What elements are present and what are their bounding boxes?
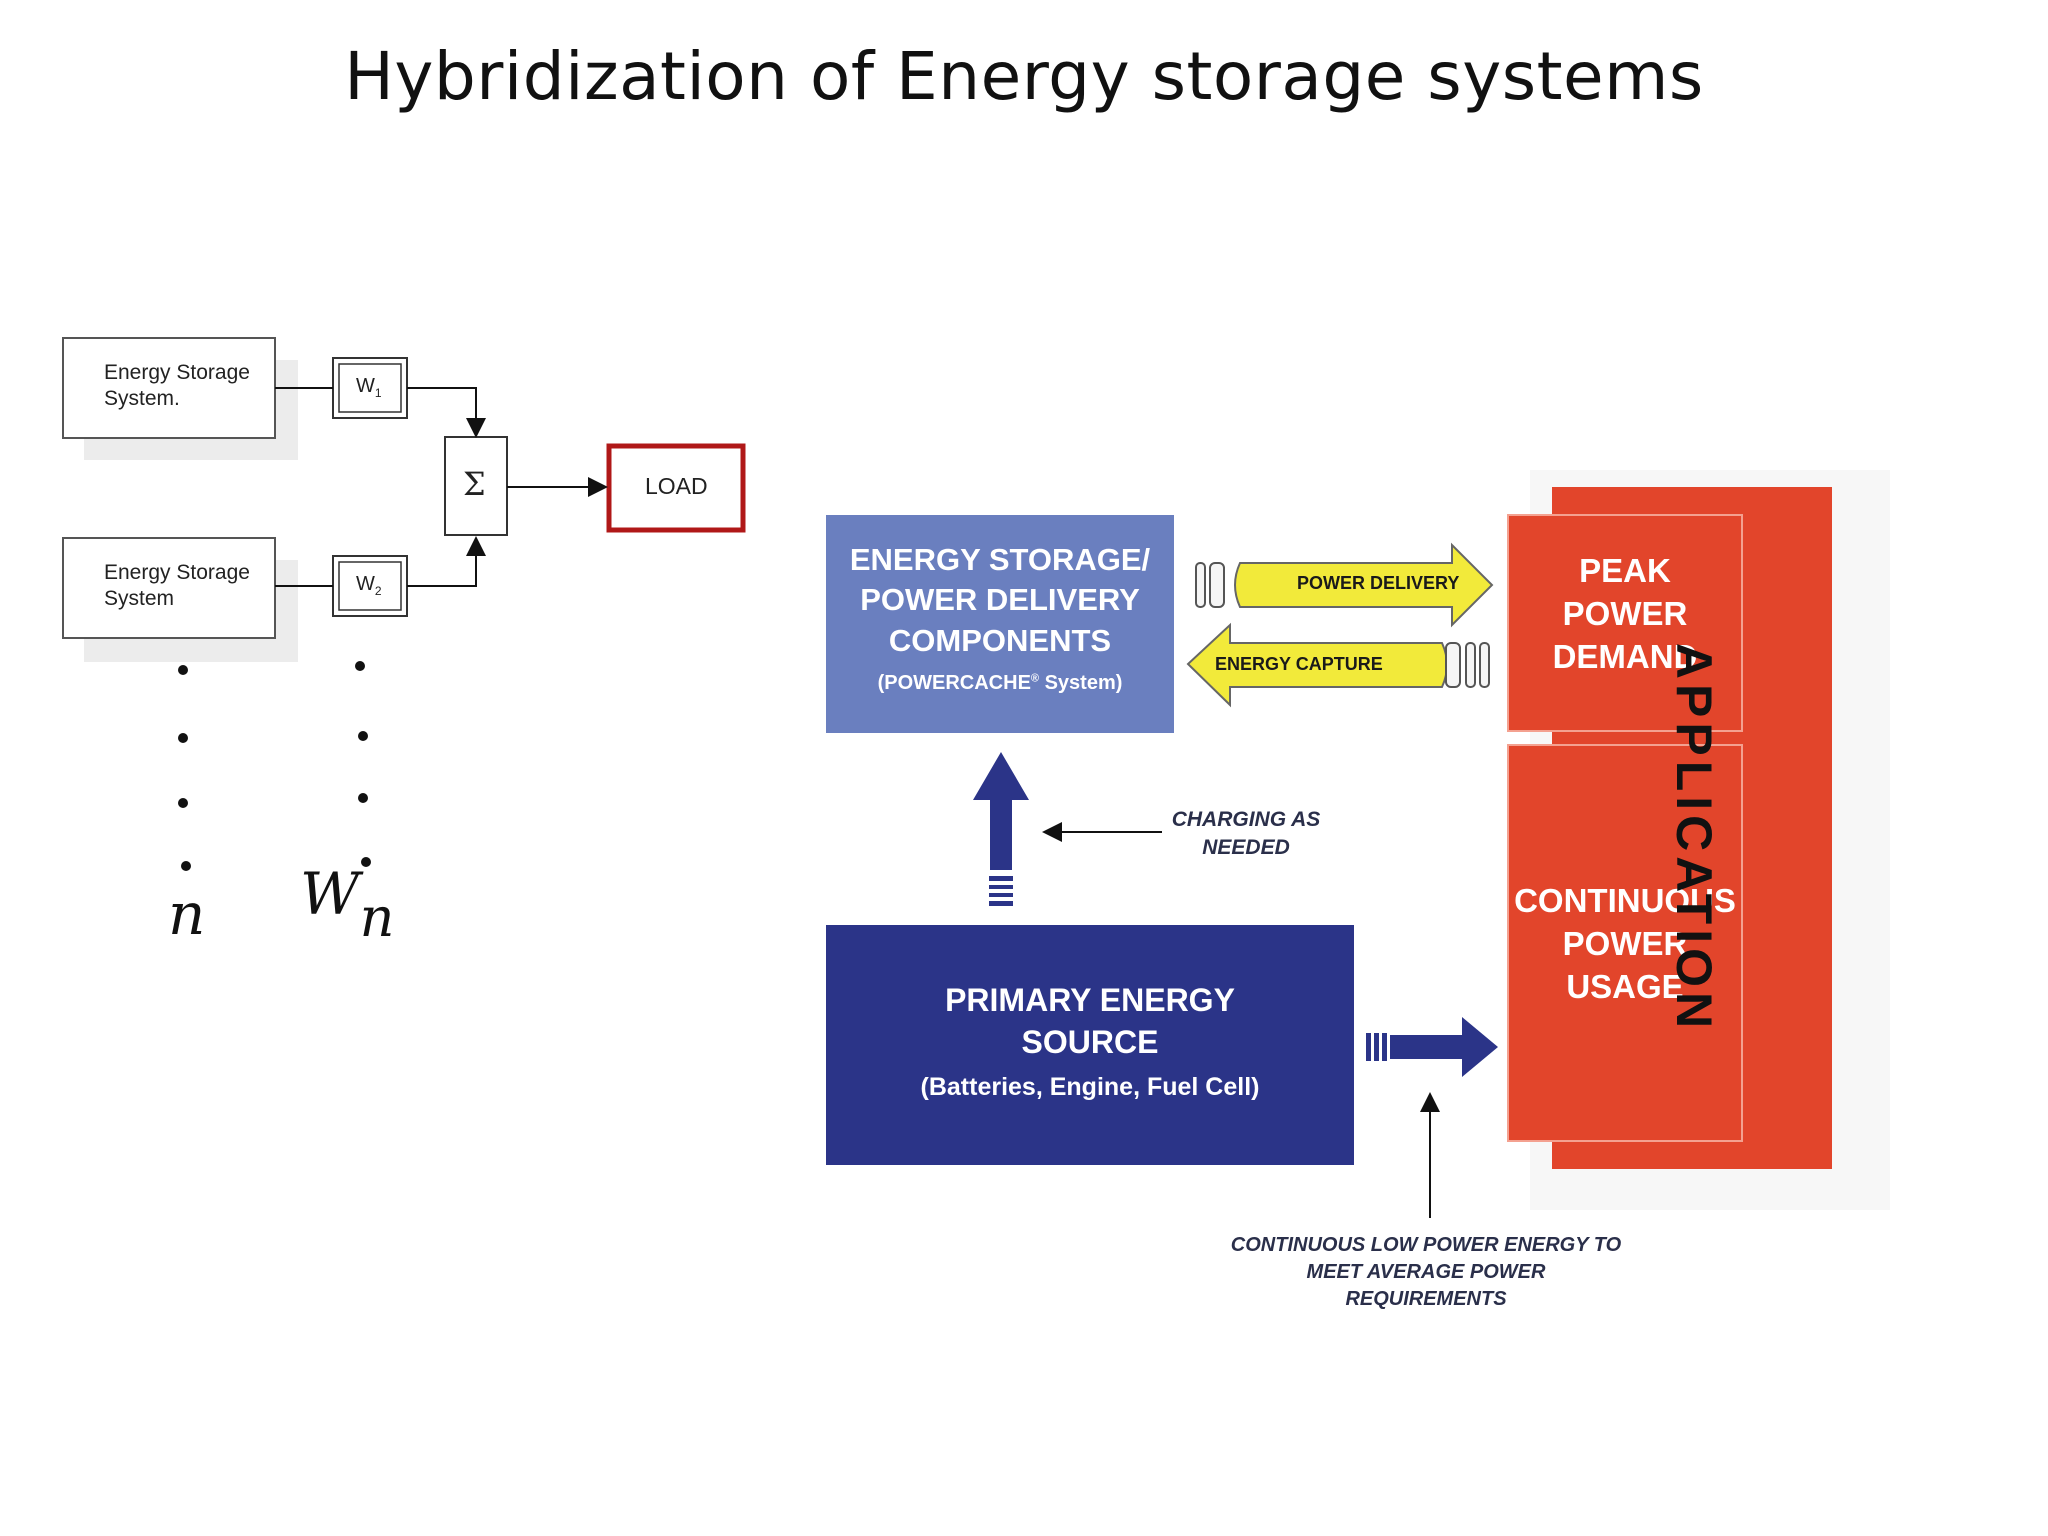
- peak-box: [1507, 514, 1743, 732]
- slide-title: Hybridization of Energy storage systems: [344, 38, 1704, 115]
- peak-label: PEAK POWER DEMAND: [1552, 552, 1698, 675]
- power-delivery-label: POWER DELIVERY: [1297, 573, 1460, 593]
- power-delivery-arrow: [1195, 542, 1494, 628]
- w2-label: W2: [356, 573, 382, 598]
- wn-label: Wn: [300, 860, 395, 949]
- storage-title: ENERGY STORAGE/ POWER DELIVERY COMPONENT…: [849, 542, 1151, 658]
- ess1-box: [62, 337, 276, 439]
- charging-up-arrow: [973, 752, 1029, 906]
- load-box: [606, 443, 746, 533]
- storage-subtitle: (POWERCACHE® System): [877, 672, 1123, 694]
- continuous-box: [1507, 744, 1743, 1142]
- storage-box: [826, 515, 1174, 733]
- n-label: n: [168, 880, 206, 948]
- ess1-label: Energy Storage System.: [104, 361, 250, 411]
- low-power-note: CONTINUOUS LOW POWER ENERGY TO MEET AVER…: [1230, 1234, 1622, 1310]
- continuous-right-arrow: [1366, 1017, 1498, 1077]
- ellipsis-dots: [178, 661, 371, 871]
- w1-box: [332, 357, 408, 419]
- primary-title: PRIMARY ENERGY SOURCE: [945, 982, 1235, 1060]
- note-pointers: [1042, 822, 1440, 1218]
- primary-subtitle: (Batteries, Engine, Fuel Cell): [920, 1073, 1260, 1101]
- w1-label: W1: [356, 375, 382, 400]
- energy-capture-label: ENERGY CAPTURE: [1215, 654, 1383, 674]
- sum-symbol: Σ: [463, 465, 486, 503]
- charging-note: CHARGING AS NEEDED: [1171, 808, 1321, 860]
- ess2-box: [62, 537, 276, 639]
- energy-capture-arrow: [1186, 622, 1490, 708]
- left-connectors: [275, 387, 608, 587]
- primary-box: [826, 925, 1354, 1165]
- load-label: LOAD: [645, 473, 708, 499]
- continuous-label: CONTINUOUS POWER USAGE: [1514, 882, 1736, 1005]
- w2-box: [332, 555, 408, 617]
- ess2-label: Energy Storage System: [104, 561, 250, 611]
- sum-box: [444, 436, 508, 536]
- application-label: APPLICATION: [1666, 642, 1722, 1034]
